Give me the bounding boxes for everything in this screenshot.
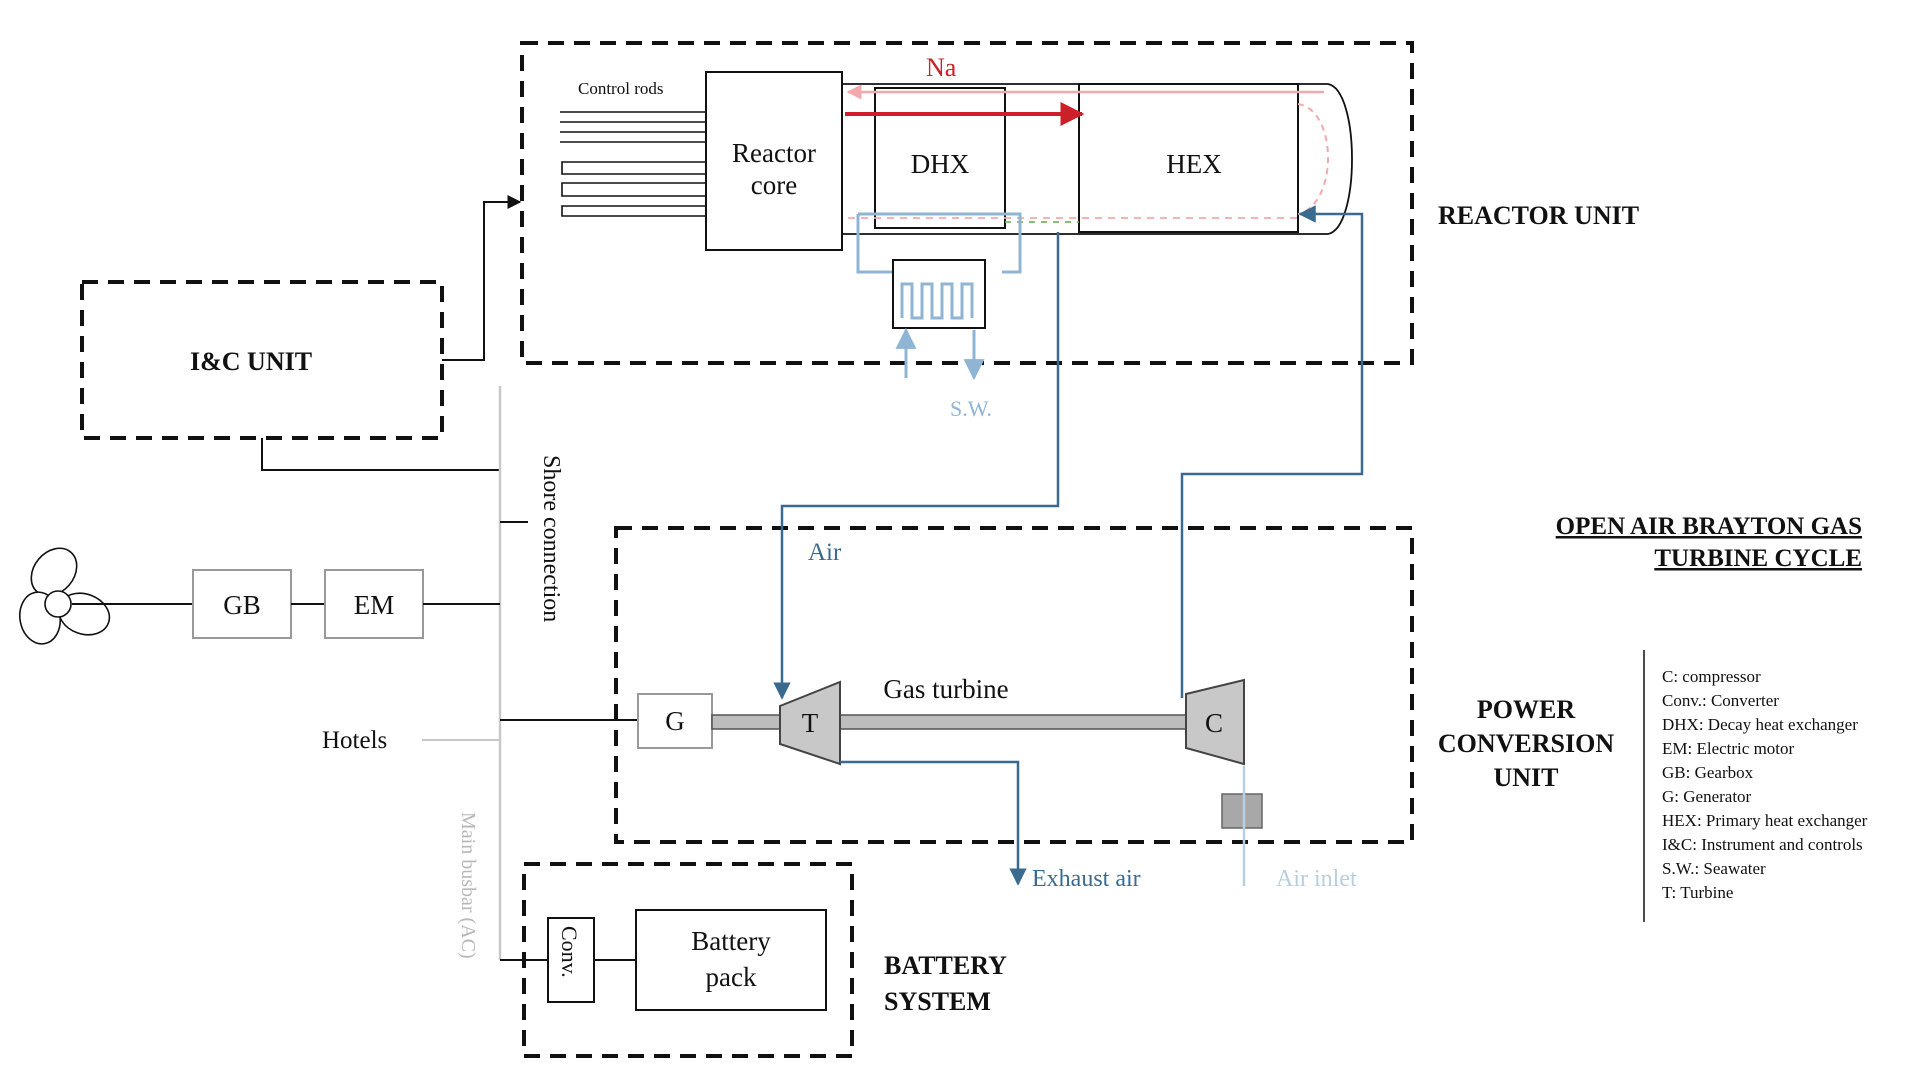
- battery-system-label-2: SYSTEM: [884, 987, 991, 1016]
- control-rods: [560, 111, 706, 217]
- main-busbar-label: Main busbar (AC): [457, 812, 479, 959]
- hotels-label: Hotels: [322, 727, 387, 754]
- air-from-hex: [773, 232, 1060, 700]
- seawater-coil: [900, 282, 974, 320]
- legend-item: I&C: Instrument and controls: [1662, 835, 1863, 854]
- power-conversion-label-1: POWER: [1477, 695, 1575, 724]
- converter-box: [547, 917, 595, 1003]
- reactor-core-label-2: core: [751, 170, 797, 200]
- sodium-label: Na: [926, 53, 957, 82]
- battery-pack-label-2: pack: [706, 962, 757, 992]
- air-inlet-label: Air inlet: [1276, 866, 1357, 892]
- battery-system-label-1: BATTERY: [884, 951, 1007, 980]
- hex-label: HEX: [1166, 149, 1222, 179]
- turbine-label: T: [802, 708, 819, 738]
- legend-item: EM: Electric motor: [1662, 739, 1795, 758]
- battery-pack-box: [635, 909, 827, 1011]
- electric-motor-box: [324, 569, 424, 639]
- electric-motor-label: EM: [354, 590, 395, 620]
- cycle-title-2: TURBINE CYCLE: [1654, 545, 1862, 572]
- legend: C: compressor Conv.: Converter DHX: Deca…: [1662, 667, 1868, 902]
- compressor-shape: [1185, 678, 1245, 766]
- power-conversion-label-3: UNIT: [1493, 763, 1558, 792]
- converter-label: Conv.: [557, 926, 582, 978]
- propeller-icon: [18, 547, 111, 645]
- legend-item: G: Generator: [1662, 787, 1752, 806]
- battery-pack-label-1: Battery: [691, 926, 771, 956]
- compressor-label: C: [1205, 708, 1223, 738]
- gearbox-label: GB: [223, 590, 261, 620]
- exhaust-air-flow: [840, 760, 1027, 886]
- ic-bus-connection: [261, 438, 500, 471]
- cycle-title-1: OPEN AIR BRAYTON GAS: [1556, 513, 1862, 540]
- dhx-loop: [856, 212, 1022, 274]
- air-label: Air: [808, 539, 842, 566]
- legend-item: DHX: Decay heat exchanger: [1662, 715, 1858, 734]
- legend-item: C: compressor: [1662, 667, 1761, 686]
- seawater-label: S.W.: [950, 396, 992, 421]
- legend-item: Conv.: Converter: [1662, 691, 1779, 710]
- reactor-core: [705, 71, 843, 251]
- reactor-unit-label: REACTOR UNIT: [1438, 201, 1639, 230]
- legend-item: GB: Gearbox: [1662, 763, 1754, 782]
- power-conversion-label-2: CONVERSION: [1438, 729, 1614, 758]
- power-conversion-boundary: [614, 526, 1414, 844]
- reactor-core-label-1: Reactor: [732, 138, 816, 168]
- air-to-hex: [1180, 205, 1364, 698]
- generator-label: G: [665, 706, 685, 736]
- reactor-unit-boundary: [520, 41, 1414, 365]
- control-rods-label: Control rods: [578, 79, 663, 98]
- dhx-label: DHX: [911, 149, 970, 179]
- sodium-loop-curve: [1297, 103, 1329, 215]
- ic-control-signal: [442, 195, 522, 361]
- exhaust-air-label: Exhaust air: [1032, 866, 1141, 892]
- air-inlet-filter: [1221, 793, 1263, 829]
- legend-item: S.W.: Seawater: [1662, 859, 1766, 878]
- legend-item: HEX: Primary heat exchanger: [1662, 811, 1868, 830]
- legend-item: T: Turbine: [1662, 883, 1733, 902]
- ic-unit-label: I&C UNIT: [190, 347, 312, 376]
- turbine-shape: [779, 680, 841, 766]
- dhx-box: [874, 87, 1006, 229]
- primary-vessel: [842, 83, 1353, 235]
- gas-turbine-label: Gas turbine: [883, 674, 1008, 704]
- hex-box: [1078, 83, 1299, 233]
- shore-connection-label: Shore connection: [538, 455, 564, 622]
